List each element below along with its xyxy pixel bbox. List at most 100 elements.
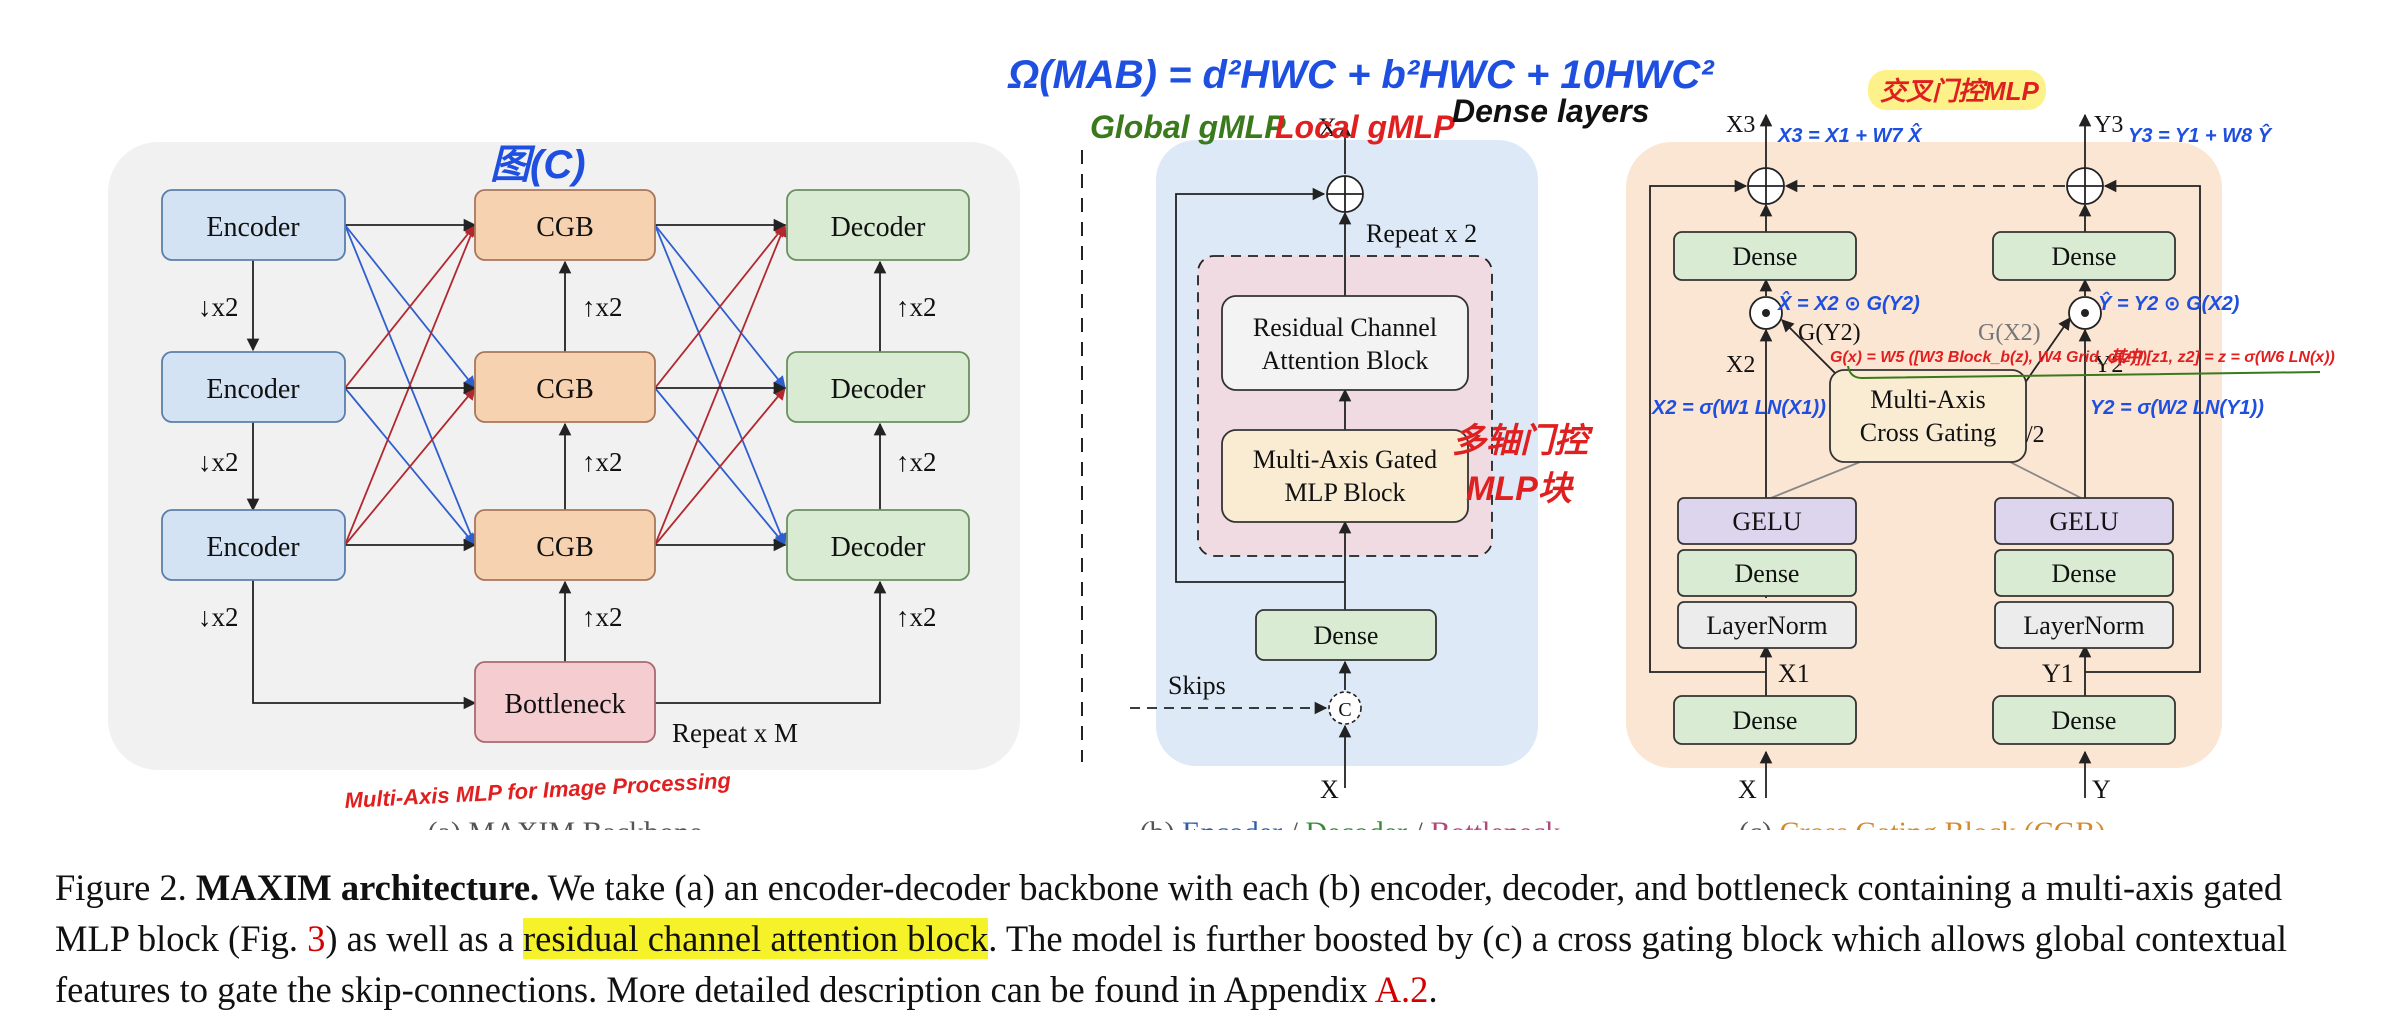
maxim-block-box	[1221, 429, 1469, 523]
cgb-label-3: CGB	[536, 532, 594, 563]
dense-bottom-x	[1673, 695, 1857, 745]
flow-arrows-b	[1130, 123, 1352, 788]
panel-b-input-label: X	[1320, 775, 1339, 804]
bottleneck-box	[474, 661, 656, 743]
mul-node-x-dot	[1762, 309, 1770, 317]
decoder-label-1: Decoder	[831, 212, 927, 243]
dense-mid-x-label: Dense	[1735, 559, 1800, 588]
annotation-local-gmlp: Local gMLP	[1275, 109, 1455, 145]
encoder-label-1: Encoder	[206, 212, 300, 243]
label-x2: X2	[1726, 352, 1755, 378]
panel-a-caption: (a) MAXIM Backbone	[428, 816, 703, 830]
figure-diagram: Encoder Encoder Encoder CGB CGB CGB Deco…	[108, 53, 2335, 830]
panel-a: Encoder Encoder Encoder CGB CGB CGB Deco…	[108, 142, 1020, 830]
label-gy2: G(Y2)	[1798, 320, 1861, 346]
cgb-box-3	[474, 509, 656, 581]
panel-b-caption-sep1: /	[1282, 816, 1305, 830]
caption-text-3: . The model is further boosted by (c) a …	[55, 918, 2288, 1010]
caption-fig-number: Figure 2.	[55, 867, 187, 908]
annotation-global-gmlp: Global gMLP	[1090, 109, 1286, 145]
annotation-block-cn-line2: MLP块	[1466, 470, 1575, 508]
annotation-x3-formula: X3 = X1 + W7 X̂	[1777, 122, 1923, 147]
rcab-label-line2: Attention Block	[1262, 346, 1429, 375]
flow-lines-c	[1649, 113, 2201, 798]
layernorm-x	[1677, 601, 1857, 649]
panel-a-background	[108, 142, 1020, 770]
skips-label: Skips	[1168, 671, 1226, 700]
down-label-3: ↓x2	[198, 602, 239, 632]
cgb-box-1	[474, 189, 656, 261]
annotation-xhat-formula: X̂ = X2 ⊙ G(Y2)	[1777, 290, 1920, 315]
caption-highlight: residual channel attention block	[523, 918, 989, 959]
cgb-label-2: CGB	[536, 374, 594, 405]
label-gx2: G(X2)	[1978, 320, 2041, 346]
up-label-5: ↑x2	[896, 447, 937, 477]
decoder-label-2: Decoder	[831, 374, 927, 405]
panel-b-caption-decoder: Decoder	[1305, 816, 1407, 830]
rcab-box	[1221, 295, 1469, 391]
encoder-label-2: Encoder	[206, 374, 300, 405]
dense-top-x	[1673, 231, 1857, 281]
annotation-g-formula: G(x) = W5 ([W3 Block_b(z), W4 Grid_d(z)]…	[1830, 349, 2147, 366]
cross-gating-label-line1: Multi-Axis	[1870, 385, 1986, 414]
label-x-in: X	[1738, 775, 1757, 804]
dense-bottom-y-label: Dense	[2052, 706, 2117, 735]
layernorm-y-label: LayerNorm	[2023, 611, 2144, 640]
caption-ref-appendix[interactable]: A.2	[1374, 969, 1429, 1010]
div2-label: /2	[2026, 422, 2045, 448]
panel-b-caption-prefix: (b)	[1140, 816, 1182, 830]
caption-text-4: .	[1428, 969, 1438, 1010]
annotation-maxim-note: Multi-Axis MLP for Image Processing	[344, 768, 732, 813]
decoder-label-3: Decoder	[831, 532, 927, 563]
panel-b-caption-encoder: Encoder	[1182, 816, 1282, 830]
dense-top-x-label: Dense	[1733, 242, 1798, 271]
annotation-yhat-formula: Ŷ = Y2 ⊙ G(X2)	[2098, 291, 2240, 315]
layernorm-y	[1994, 601, 2174, 649]
caption-ref-fig3[interactable]: 3	[307, 918, 326, 959]
annotation-dense-layers: Dense layers	[1452, 93, 1649, 129]
annotation-green-bracket	[1847, 365, 2321, 380]
up-label-3: ↑x2	[582, 602, 623, 632]
dense-bottom-y	[1992, 695, 2176, 745]
annotation-y2-formula: Y2 = σ(W2 LN(Y1))	[2090, 397, 2264, 419]
up-label-4: ↑x2	[896, 292, 937, 322]
concat-node	[1328, 691, 1362, 725]
annotation-x2-formula: X2 = σ(W1 LN(X1))	[1651, 397, 1826, 419]
maxim-block-label-line1: Multi-Axis Gated	[1253, 445, 1437, 474]
rcab-label-line1: Residual Channel	[1253, 313, 1437, 342]
down-label-2: ↓x2	[198, 447, 239, 477]
annotation-cross-title: 交叉门控MLP	[1880, 76, 2040, 106]
dense-mid-y-label: Dense	[2052, 559, 2117, 588]
figure-caption: Figure 2. MAXIM architecture. We take (a…	[55, 862, 2345, 1015]
annotation-cross-title-highlight	[1868, 70, 2046, 110]
label-y-in: Y	[2092, 775, 2111, 804]
panel-c: Dense Dense Multi-Axis Cross Gating /2 G…	[1626, 70, 2335, 830]
panel-c-caption-prefix: (c)	[1739, 816, 1780, 830]
decoder-box-2	[786, 351, 970, 423]
panel-c-caption-cgb: Cross Gating Block (CGB)	[1779, 816, 2105, 830]
encoder-box-2	[161, 351, 346, 423]
cross-links-left	[344, 218, 477, 552]
repeat-2-label: Repeat x 2	[1366, 219, 1477, 248]
panel-b-caption-bottleneck: Bottleneck	[1430, 816, 1560, 830]
layernorm-x-label: LayerNorm	[1706, 611, 1827, 640]
annotation-z-formula: 其中 [z1, z2] = z = σ(W6 LN(x))	[2110, 348, 2335, 366]
vertical-arrows-a	[246, 260, 887, 710]
annotation-block-cn-line1: 多轴门控	[1452, 422, 1594, 460]
bottleneck-label: Bottleneck	[504, 689, 625, 720]
dense-mid-x	[1677, 549, 1857, 597]
dense-label-b: Dense	[1314, 621, 1379, 650]
dense-top-y-label: Dense	[2052, 242, 2117, 271]
decoder-box-3	[786, 509, 970, 581]
panel-c-caption: (c) Cross Gating Block (CGB)	[1739, 816, 2106, 830]
repeat-m-label: Repeat x M	[672, 718, 798, 748]
dense-mid-y	[1994, 549, 2174, 597]
dense-top-y	[1992, 231, 2176, 281]
panel-b-caption: (b) Encoder / Decoder / Bottleneck	[1140, 816, 1561, 830]
gelu-y-label: GELU	[2049, 507, 2119, 536]
cross-links-right	[654, 218, 787, 552]
caption-text-1: We take (a) an encoder-decoder backbone …	[55, 867, 2283, 959]
encoder-box-3	[161, 509, 346, 581]
cross-gating-label-line2: Cross Gating	[1860, 418, 1997, 447]
decoder-box-1	[786, 189, 970, 261]
